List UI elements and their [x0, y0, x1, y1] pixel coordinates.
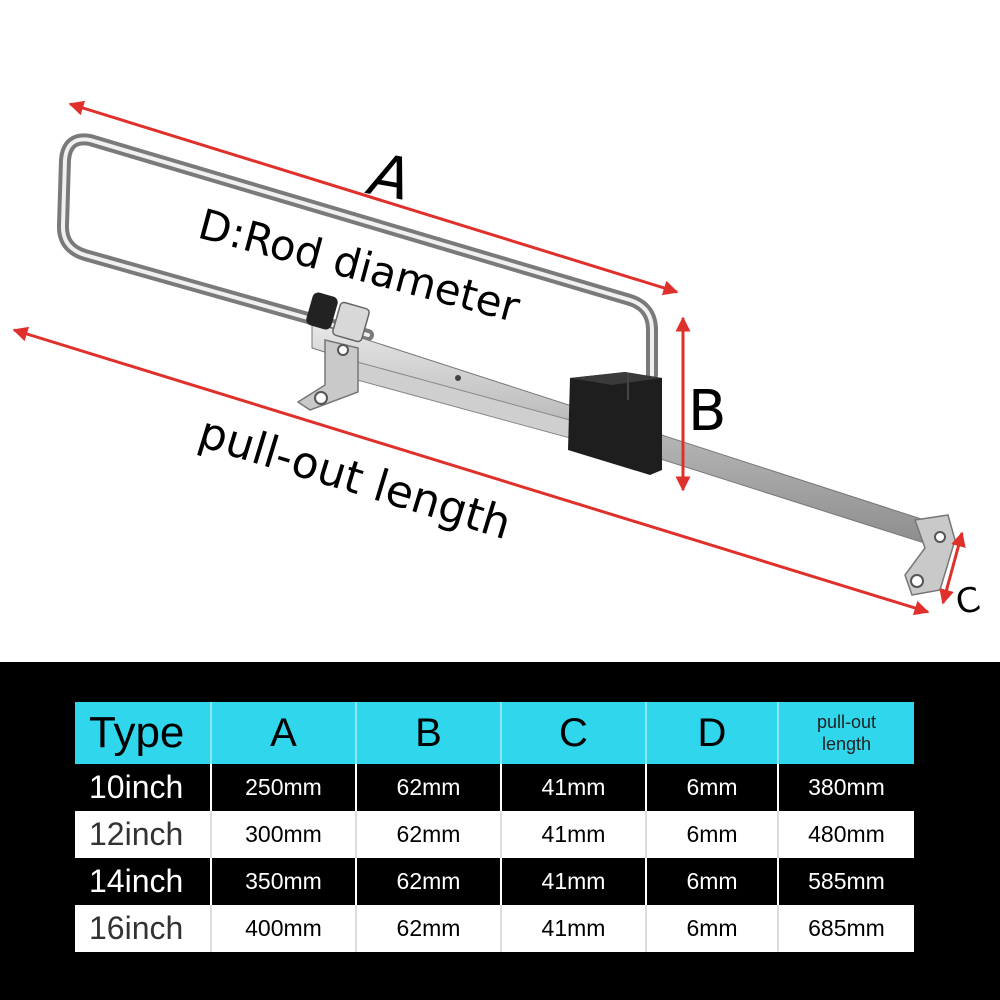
label-a: A [361, 140, 416, 215]
dimension-arrow-pull [12, 326, 930, 616]
cell-c: 41mm [502, 811, 647, 858]
cell-b: 62mm [357, 858, 502, 905]
cell-pull-out: 380mm [779, 764, 914, 811]
dimension-arrow-a [68, 100, 679, 296]
header-c: C [502, 702, 647, 764]
table-row: 16inch 400mm 62mm 41mm 6mm 685mm [75, 905, 914, 952]
header-d: D [647, 702, 779, 764]
header-type: Type [75, 702, 212, 764]
cell-a: 300mm [212, 811, 357, 858]
cell-a: 350mm [212, 858, 357, 905]
cell-a: 400mm [212, 905, 357, 952]
cell-d: 6mm [647, 764, 779, 811]
cell-pull-out: 585mm [779, 858, 914, 905]
cell-type: 12inch [75, 811, 212, 858]
cell-pull-out: 480mm [779, 811, 914, 858]
product-diagram: A D:Rod diameter B pull-out length C [12, 100, 984, 623]
header-a: A [212, 702, 357, 764]
cell-b: 62mm [357, 811, 502, 858]
cell-b: 62mm [357, 764, 502, 811]
cell-c: 41mm [502, 905, 647, 952]
cell-pull-out: 685mm [779, 905, 914, 952]
cell-b: 62mm [357, 905, 502, 952]
table-row: 10inch 250mm 62mm 41mm 6mm 380mm [75, 764, 914, 811]
label-c: C [952, 579, 984, 623]
table-row: 12inch 300mm 62mm 41mm 6mm 480mm [75, 811, 914, 858]
cell-type: 14inch [75, 858, 212, 905]
header-pull-line1: pull-out [816, 712, 877, 732]
cell-a: 250mm [212, 764, 357, 811]
slider-block [568, 372, 662, 475]
label-pull-out-length: pull-out length [193, 407, 517, 550]
header-b: B [357, 702, 502, 764]
dimension-arrow-c [939, 531, 966, 605]
table-row: 14inch 350mm 62mm 41mm 6mm 585mm [75, 858, 914, 905]
cell-type: 10inch [75, 764, 212, 811]
cell-d: 6mm [647, 811, 779, 858]
label-b: B [688, 379, 726, 444]
cell-d: 6mm [647, 858, 779, 905]
cell-type: 16inch [75, 905, 212, 952]
cell-c: 41mm [502, 858, 647, 905]
cell-d: 6mm [647, 905, 779, 952]
cell-c: 41mm [502, 764, 647, 811]
header-pull-line2: length [821, 734, 872, 754]
